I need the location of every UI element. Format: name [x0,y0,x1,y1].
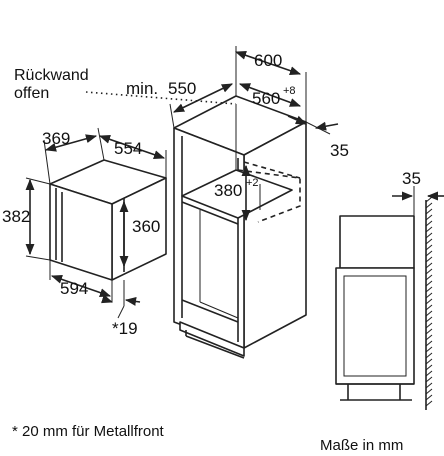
dim-oven-total-height: 382 [2,207,30,226]
wall-hatch-line [425,220,433,227]
wall-hatch-line [425,286,433,293]
dim-oven-body-height: 360 [132,217,160,236]
wall-hatch-line [425,334,433,341]
cabinet-dimensions [169,46,339,222]
wall-hatch-line [425,238,433,245]
dim-niche-height-tolerance: +2 [246,177,259,189]
rear-wall-label-line2: offen [14,85,49,102]
footnote: * 20 mm für Metallfront [12,423,165,440]
wall-hatch-line [425,346,433,353]
wall-hatch-line [425,280,433,287]
wall-hatch-line [425,400,433,407]
wall-hatch-line [425,388,433,395]
wall-hatch-line [425,214,433,221]
dim-niche-height: 380 [214,181,242,200]
wall-hatch-line [425,256,433,263]
wall-hatch-line [425,352,433,359]
wall-hatch-line [425,328,433,335]
wall-hatch-line [425,394,433,401]
wall-hatch-line [425,268,433,275]
dim-wall-gap: 35 [402,169,421,188]
wall-hatch-line [425,364,433,371]
wall-hatch-line [425,196,433,203]
wall-hatch-line [425,274,433,281]
dim-niche-width: 560 [252,89,280,108]
dim-oven-depth: 369 [42,129,70,148]
dim-min-prefix: min. [126,79,158,98]
wall-hatch-line [425,310,433,317]
wall-hatch-line [425,262,433,269]
wall-hatch-line [425,202,433,209]
dim-min-depth: 550 [168,79,196,98]
dim-niche-width-tolerance: +8 [283,85,296,97]
dim-oven-front-width: 594 [60,279,88,298]
wall-hatch-line [425,304,433,311]
dim-front-offset: *19 [112,319,138,338]
wall-hatch-line [425,316,433,323]
tall-cabinet [85,91,307,359]
wall-hatch-line [425,376,433,383]
wall-hatch-line [425,370,433,377]
wall-hatch-line [425,226,433,233]
rear-wall-label-line1: Rückwand [14,67,89,84]
wall-hatch-line [425,250,433,257]
units-note: Maße in mm [320,437,403,454]
dim-cabinet-width: 600 [254,51,282,70]
wall-hatch-line [425,244,433,251]
wall-hatch-line [425,340,433,347]
wall-hatch-line [425,292,433,299]
wall-hatch-line [425,358,433,365]
wall-hatch-line [425,322,433,329]
wall-hatch-line [425,232,433,239]
wall-hatch-line [425,382,433,389]
side-view [335,186,444,410]
wall-hatch-line [425,208,433,215]
wall-hatch-line [425,298,433,305]
dim-side-gap: 35 [330,141,349,160]
dim-oven-width-top: 554 [114,139,142,158]
oven-dimensions [25,127,167,319]
